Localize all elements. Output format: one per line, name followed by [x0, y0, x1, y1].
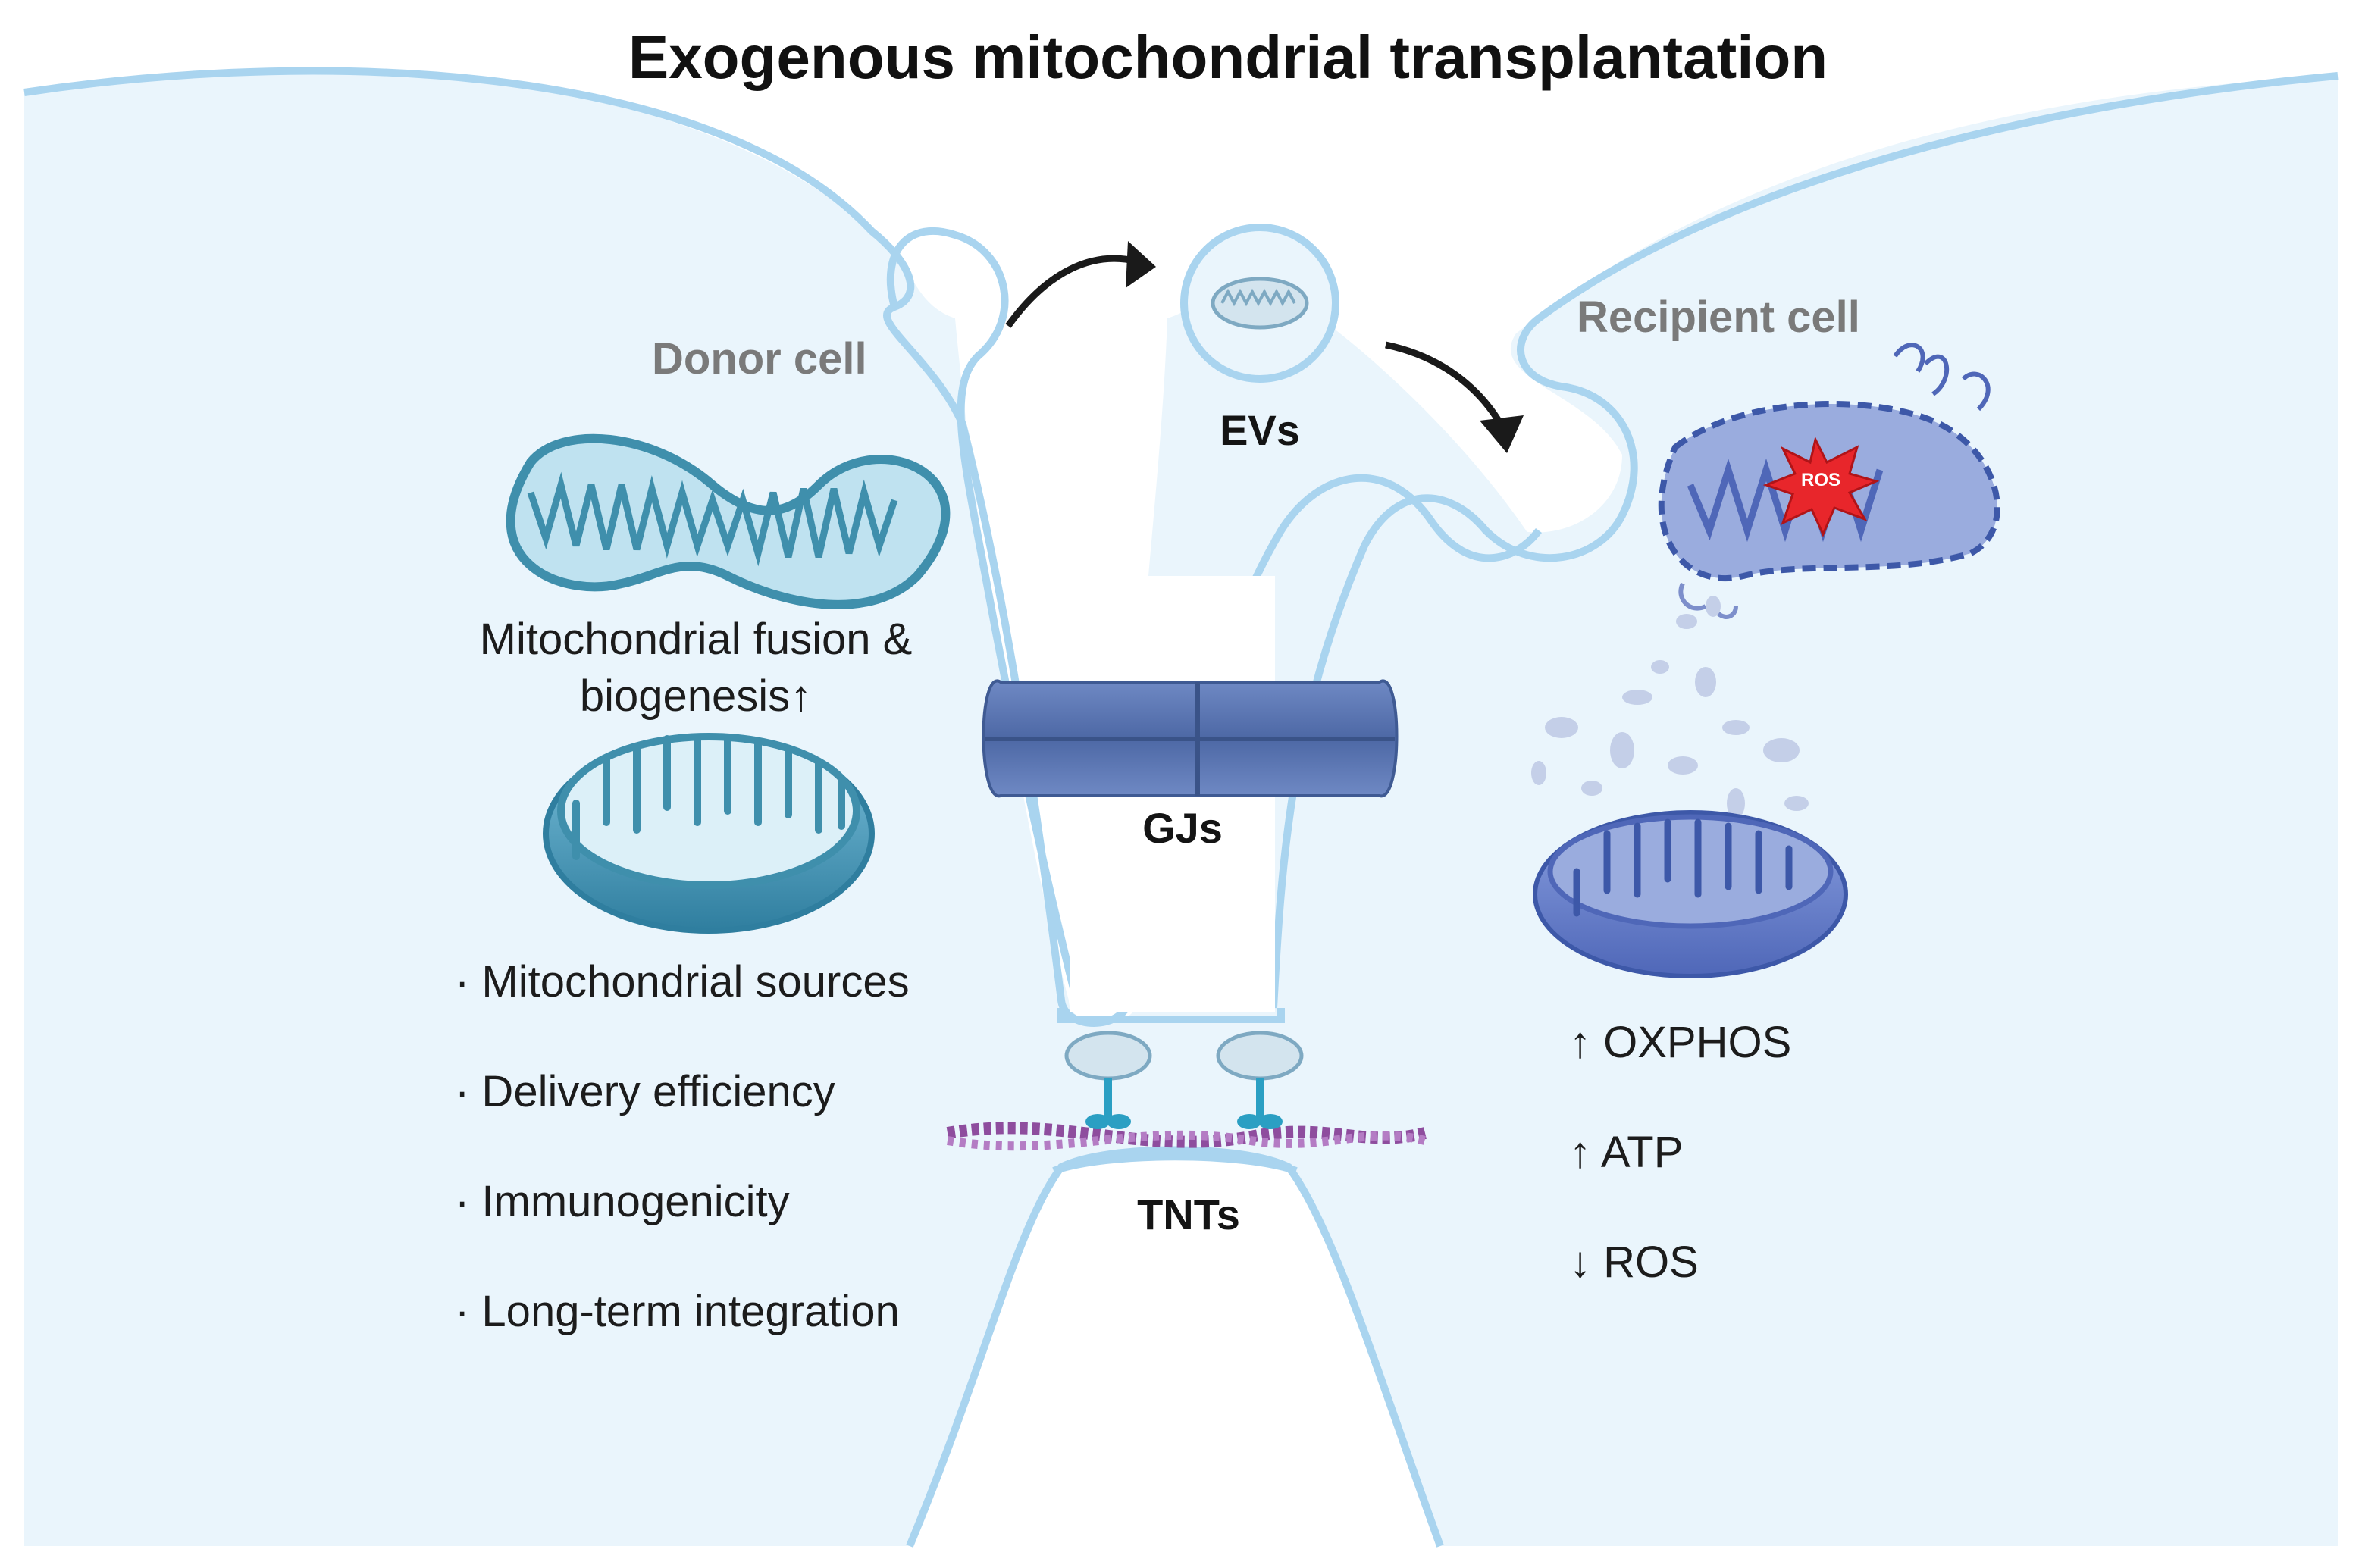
ros-burst-label: ROS [1800, 470, 1841, 490]
recipient-mitochondrion [1533, 810, 1848, 978]
mitochondrial-fragments [1531, 596, 1809, 818]
outcome-atp: ↑ ATP [1569, 1128, 1684, 1177]
lower-membrane [906, 1146, 1444, 1548]
mechanism-line-2: biogenesis [579, 671, 791, 721]
ros-burst-icon [1762, 436, 1880, 537]
ev-release-arrow [1005, 255, 1139, 328]
consideration-immunogenicity: · Immunogenicity [455, 1177, 790, 1226]
outcome-oxphos: ↑ OXPHOS [1569, 1018, 1792, 1067]
outcome-ros: ↓ ROS [1569, 1238, 1699, 1287]
recipient-cell-membrane [1270, 72, 2339, 1009]
consideration-sources: · Mitochondrial sources [455, 957, 910, 1006]
tnt-mitochondrion-2 [1216, 1031, 1304, 1129]
gj-route-label: GJs [1142, 804, 1223, 852]
lower-membrane-top [1052, 1153, 1298, 1175]
cell-bridge [1057, 1008, 1285, 1023]
tnt-mitochondrion-1 [1064, 1031, 1152, 1129]
page-title: Exogenous mitochondrial transplantation [628, 23, 1828, 91]
consideration-delivery: · Delivery efficiency [455, 1067, 835, 1116]
fused-mitochondrion [506, 433, 951, 609]
mechanism-line-1: Mitochondrial fusion & [479, 615, 913, 664]
ev-uptake-arrowhead [1480, 415, 1524, 453]
gap-junction [982, 679, 1399, 798]
ev-uptake-arrow [1385, 341, 1504, 427]
increase-arrow-icon: ↑ [790, 671, 813, 721]
consideration-integration: · Long-term integration [455, 1287, 900, 1336]
ev-route-label: EVs [1220, 406, 1300, 454]
tnt-filament [946, 1122, 1427, 1151]
healthy-mitochondrion [543, 733, 875, 934]
recipient-cell-label: Recipient cell [1577, 293, 1860, 342]
mechanism-line-2-wrap: biogenesis↑ [580, 671, 812, 721]
recipient-cell-body [1352, 76, 2338, 1546]
ev-release-arrowhead [1126, 241, 1156, 288]
donor-cell-label: Donor cell [652, 334, 867, 383]
ev-mito-cristae [1220, 288, 1296, 307]
tnt-route-label: TNTs [1137, 1191, 1240, 1238]
